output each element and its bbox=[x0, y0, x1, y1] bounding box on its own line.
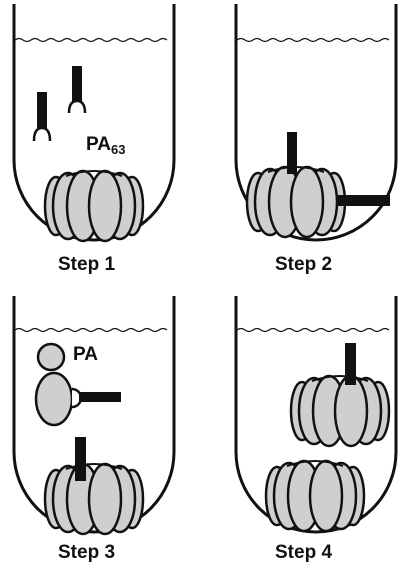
pa63-label: PA63 bbox=[86, 134, 125, 157]
step-3-label: Step 3 bbox=[58, 542, 115, 564]
pa63-label-subscript: 63 bbox=[111, 142, 125, 157]
liquid-surface bbox=[237, 39, 389, 42]
pa-label-text: PA bbox=[73, 344, 98, 365]
tube-step-2 bbox=[236, 4, 396, 240]
bound-ligand-bar bbox=[287, 132, 297, 174]
released-heptamer-with-ligand bbox=[291, 376, 389, 446]
pa63-label-main: PA bbox=[86, 134, 111, 155]
tube-step-3 bbox=[14, 296, 174, 534]
bound-ligand-bar bbox=[75, 437, 86, 481]
pa63-heptamer bbox=[45, 171, 143, 241]
liquid-surface bbox=[15, 329, 167, 332]
heptamer-with-bound-ligands bbox=[247, 167, 345, 237]
tube-step-4 bbox=[236, 296, 396, 532]
pa63-monomer bbox=[69, 66, 85, 113]
free-heptamer bbox=[266, 461, 364, 531]
bound-ligand-bar bbox=[345, 343, 356, 385]
step-2-label: Step 2 bbox=[275, 254, 332, 276]
liquid-surface bbox=[15, 39, 167, 42]
pa-label: PA bbox=[73, 344, 98, 366]
pa63-monomer bbox=[34, 92, 50, 141]
liquid-surface bbox=[237, 329, 389, 332]
step-1-label: Step 1 bbox=[58, 254, 115, 276]
heptamer-with-bound-ligand bbox=[45, 464, 143, 534]
step-4-label: Step 4 bbox=[275, 542, 332, 564]
tube-step-1 bbox=[14, 4, 174, 241]
bound-ligand-bar bbox=[336, 195, 390, 206]
